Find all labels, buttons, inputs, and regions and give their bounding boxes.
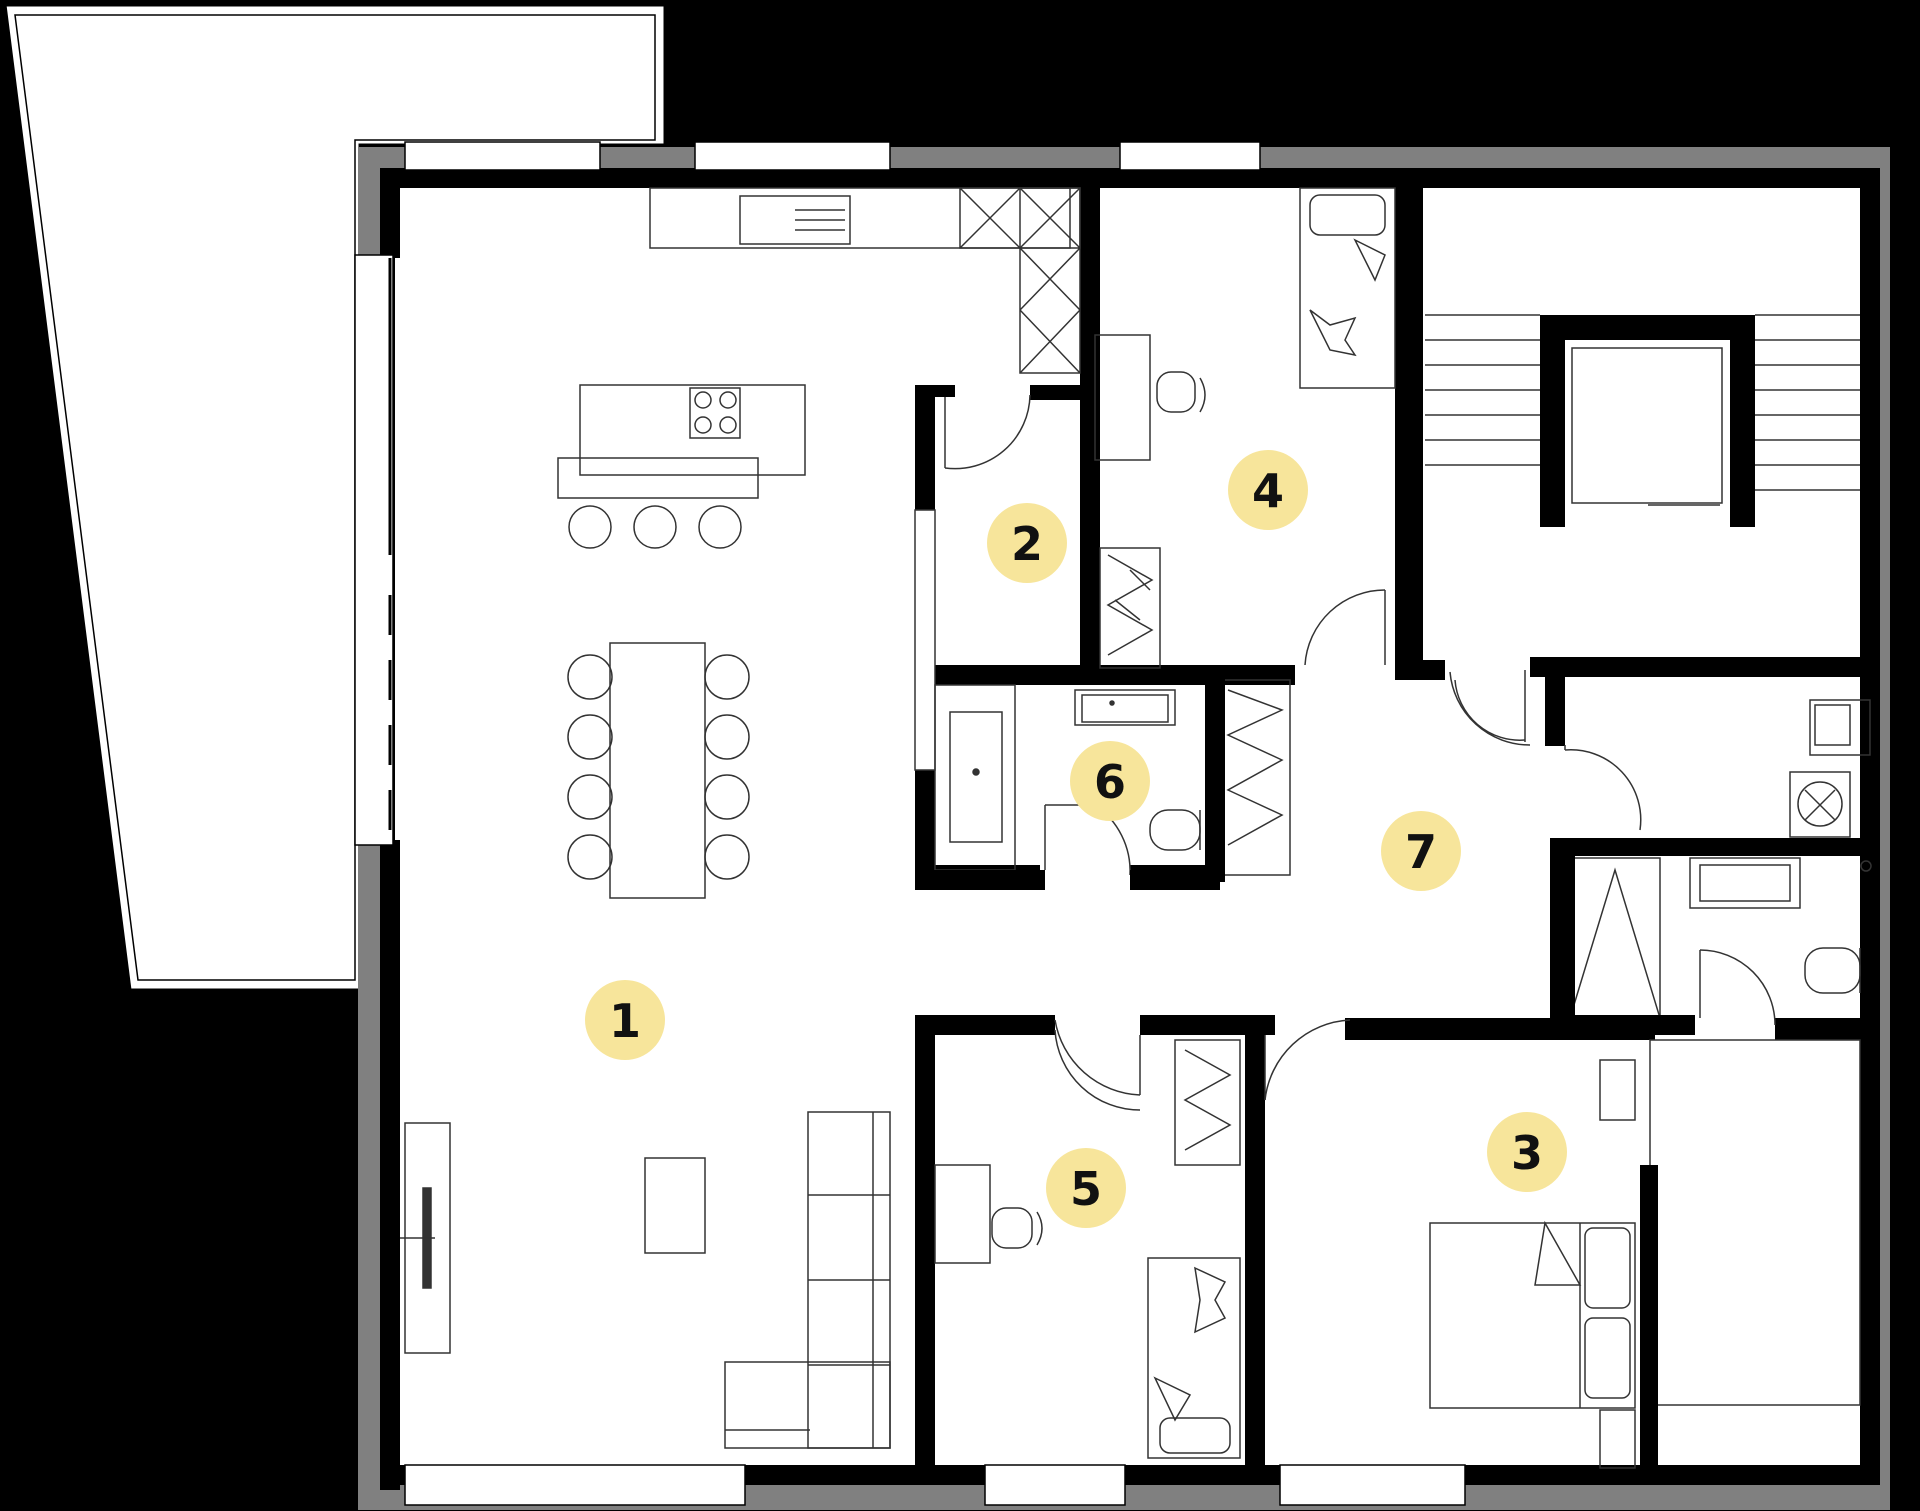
bathroom-3-walls	[1550, 845, 1695, 1035]
room-6-walls	[915, 672, 1225, 890]
room-badge-7	[1381, 811, 1461, 891]
room-badge-2	[987, 503, 1067, 583]
room-label-3: 3	[1511, 1126, 1543, 1180]
terrace	[3, 3, 667, 992]
door-room-5	[1054, 1029, 1141, 1111]
room-badge-4	[1228, 450, 1308, 530]
room-label-7: 7	[1405, 825, 1437, 879]
room-label-5: 5	[1070, 1162, 1102, 1216]
door-room-2	[944, 394, 1031, 470]
walls	[380, 168, 1880, 1490]
room-label-4: 4	[1252, 464, 1284, 518]
windows	[354, 141, 1466, 1506]
kitchen	[557, 187, 1081, 899]
room-badge-3	[1487, 1112, 1567, 1192]
room-label-6: 6	[1094, 755, 1126, 809]
utility-room	[1454, 670, 1871, 838]
stairwell	[1425, 314, 1860, 506]
room-4-furniture	[1094, 187, 1396, 669]
room-5-furniture	[934, 1019, 1241, 1459]
door-room-4	[1304, 589, 1386, 666]
room-label-2: 2	[1011, 517, 1043, 571]
room-badges: 1 2 3 4 5 6 7	[585, 450, 1567, 1228]
room-badge-6	[1070, 741, 1150, 821]
room-3-walls	[1640, 1165, 1658, 1475]
door-7	[1449, 671, 1531, 746]
room-2-wall-window	[914, 509, 936, 771]
living-furniture	[400, 1111, 891, 1449]
floor-area	[395, 180, 1885, 1470]
room-3-furniture	[1264, 1019, 1861, 1469]
room-label-1: 1	[609, 994, 641, 1048]
room-badge-1	[585, 980, 665, 1060]
room-badge-5	[1046, 1148, 1126, 1228]
